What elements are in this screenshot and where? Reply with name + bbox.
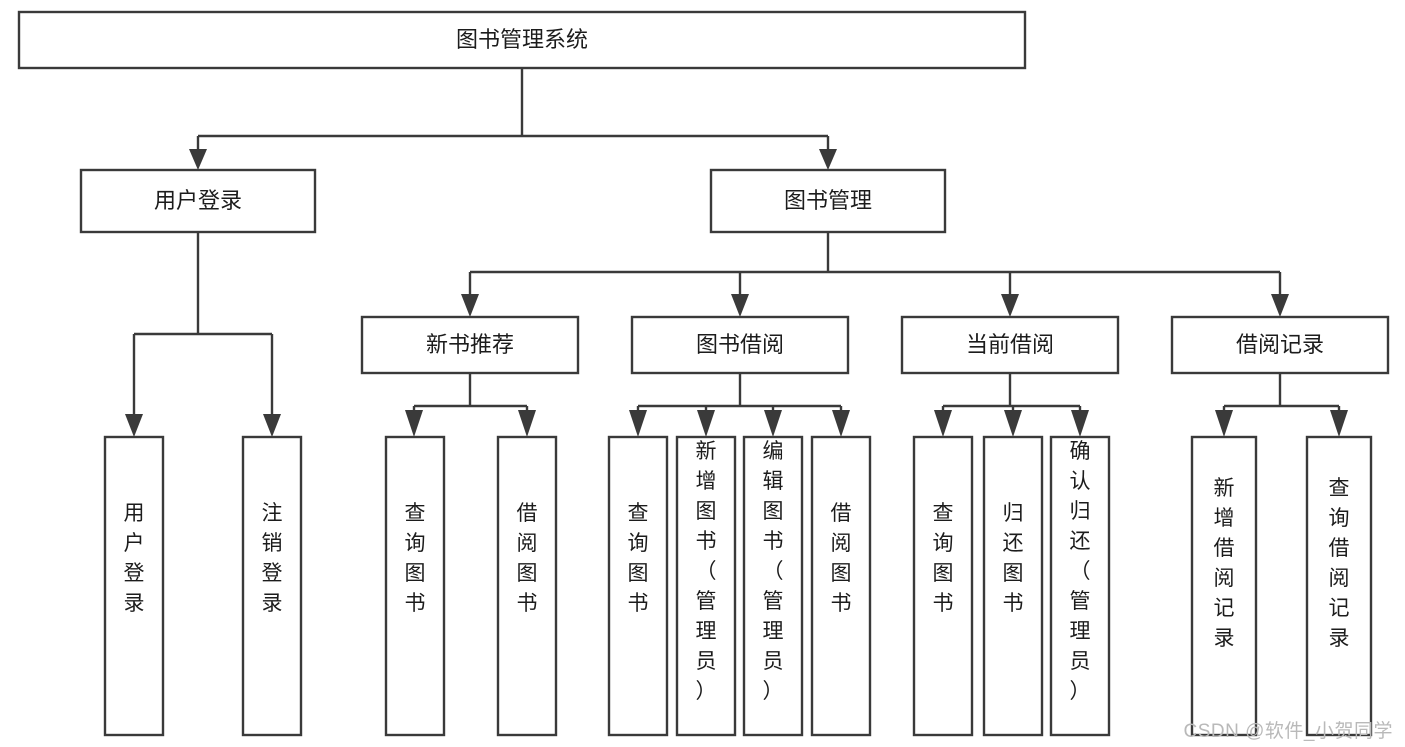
leaf-borrow-edit-label: 编辑图书（管理员） (763, 440, 784, 703)
leaf-node[interactable]: 归还图书 (982, 435, 1044, 737)
node-borrow-record-label: 借阅记录 (1236, 332, 1324, 357)
leaf-node[interactable]: 新增图书（管理员） (675, 435, 737, 737)
node-current-borrow-box[interactable] (900, 315, 1120, 375)
arrow-head-borrow-leaf-3 (764, 410, 782, 437)
leaf-node[interactable]: 查询图书 (384, 435, 446, 737)
leaf-current-return-label: 归还图书 (1003, 502, 1024, 615)
connector-layer (125, 68, 1348, 437)
leaf-user-login-box[interactable] (103, 435, 165, 737)
leaf-node[interactable]: 注销登录 (241, 435, 303, 737)
leaf-node[interactable]: 新增借阅记录 (1190, 435, 1258, 737)
arrow-head-newbook-leaf-2 (518, 410, 536, 437)
leaf-node[interactable]: 借阅图书 (810, 435, 872, 737)
leaf-node[interactable]: 借阅图书 (496, 435, 558, 737)
node-user-login-label: 用户登录 (154, 188, 242, 213)
node-current-borrow[interactable]: 当前借阅 (900, 315, 1120, 375)
leaf-newbook-query-box[interactable] (384, 435, 446, 737)
arrow-head-borrow-leaf-4 (832, 410, 850, 437)
node-book-borrow[interactable]: 图书借阅 (630, 315, 850, 375)
arrow-head-login-leaf-1 (125, 414, 143, 437)
leaf-borrow-add-box[interactable] (675, 435, 737, 737)
node-user-login-box[interactable] (79, 168, 317, 234)
node-root-box[interactable] (17, 10, 1027, 70)
node-new-book-recommend[interactable]: 新书推荐 (360, 315, 580, 375)
leaf-current-confirm-box[interactable] (1049, 435, 1111, 737)
leaf-current-return-box[interactable] (982, 435, 1044, 737)
leaf-node[interactable]: 确认归还（管理员） (1049, 435, 1111, 737)
arrow-head-record-leaf-2 (1330, 410, 1348, 437)
leaf-current-query-box[interactable] (912, 435, 974, 737)
leaf-record-add-label: 新增借阅记录 (1214, 477, 1235, 650)
leaf-logout-box[interactable] (241, 435, 303, 737)
leaf-current-query-label: 查询图书 (933, 502, 954, 615)
leaf-current-confirm-label: 确认归还（管理员） (1070, 440, 1091, 703)
arrow-head-borrow-leaf-1 (629, 410, 647, 437)
leaf-borrow-borrow-box[interactable] (810, 435, 872, 737)
leaf-record-query-box[interactable] (1305, 435, 1373, 737)
arrow-head-level3-1 (461, 294, 479, 317)
arrow-head-to-login (189, 149, 207, 170)
arrow-head-to-bookmgmt (819, 149, 837, 170)
leaf-logout-label: 注销登录 (262, 502, 283, 615)
arrow-head-record-leaf-1 (1215, 410, 1233, 437)
node-book-borrow-label: 图书借阅 (696, 332, 784, 357)
leaf-borrow-edit-box[interactable] (742, 435, 804, 737)
leaf-borrow-add-label: 新增图书（管理员） (696, 440, 717, 703)
arrow-head-current-leaf-1 (934, 410, 952, 437)
leaf-borrow-borrow-label: 借阅图书 (831, 502, 852, 615)
arrow-head-current-leaf-3 (1071, 410, 1089, 437)
arrow-head-current-leaf-2 (1004, 410, 1022, 437)
leaf-newbook-borrow-box[interactable] (496, 435, 558, 737)
leaf-node[interactable]: 查询图书 (912, 435, 974, 737)
leaf-record-add-box[interactable] (1190, 435, 1258, 737)
leaf-node[interactable]: 编辑图书（管理员） (742, 435, 804, 737)
arrow-head-level3-4 (1271, 294, 1289, 317)
arrow-head-newbook-leaf-1 (405, 410, 423, 437)
node-root-label: 图书管理系统 (456, 27, 588, 52)
leaf-newbook-borrow-label: 借阅图书 (517, 502, 538, 615)
node-borrow-record[interactable]: 借阅记录 (1170, 315, 1390, 375)
node-user-login[interactable]: 用户登录 (79, 168, 317, 234)
leaf-borrow-query-box[interactable] (607, 435, 669, 737)
node-book-management[interactable]: 图书管理 (709, 168, 947, 234)
arrow-head-borrow-leaf-2 (697, 410, 715, 437)
node-new-book-recommend-label: 新书推荐 (426, 332, 514, 357)
leaf-node[interactable]: 查询图书 (607, 435, 669, 737)
node-book-management-box[interactable] (709, 168, 947, 234)
leaf-record-query-label: 查询借阅记录 (1329, 477, 1350, 650)
arrow-head-level3-3 (1001, 294, 1019, 317)
node-new-book-recommend-box[interactable] (360, 315, 580, 375)
leaf-borrow-query-label: 查询图书 (628, 502, 649, 615)
leaf-user-login-label: 用户登录 (124, 502, 145, 615)
node-root[interactable]: 图书管理系统 (17, 10, 1027, 70)
node-borrow-record-box[interactable] (1170, 315, 1390, 375)
leaf-node[interactable]: 查询借阅记录 (1305, 435, 1373, 737)
leaf-newbook-query-label: 查询图书 (405, 502, 426, 615)
arrow-head-level3-2 (731, 294, 749, 317)
node-book-management-label: 图书管理 (784, 188, 872, 213)
leaf-node[interactable]: 用户登录 (103, 435, 165, 737)
node-current-borrow-label: 当前借阅 (966, 332, 1054, 357)
node-book-borrow-box[interactable] (630, 315, 850, 375)
arrow-head-login-leaf-2 (263, 414, 281, 437)
